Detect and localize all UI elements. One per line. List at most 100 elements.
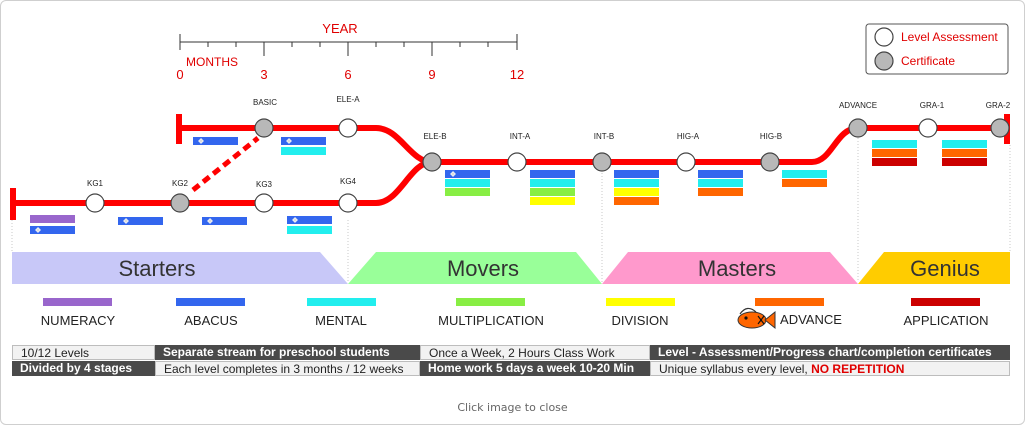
- node-ele-b[interactable]: [422, 152, 442, 172]
- close-caption-link[interactable]: Click image to close: [457, 401, 568, 414]
- bar-division: [530, 197, 575, 205]
- bar-multiplication: [530, 188, 575, 196]
- label-gra-1: GRA-1: [920, 101, 945, 110]
- node-labels: KG1 KG2 KG3 KG4 BASIC ELE-A ELE-B INT-A …: [87, 95, 1011, 189]
- bar-mental: [614, 179, 659, 187]
- year-label: YEAR: [322, 21, 357, 36]
- tick-label-0: 0: [176, 67, 183, 82]
- node-int-b[interactable]: [592, 152, 612, 172]
- stage-movers-banner: [348, 252, 602, 284]
- node-ele-a[interactable]: [338, 118, 358, 138]
- bar-abacus: [445, 170, 490, 178]
- tick-label-3: 3: [260, 67, 267, 82]
- bar-mental: [698, 179, 743, 187]
- stage-movers-label: Movers: [447, 256, 519, 281]
- node-basic[interactable]: [254, 118, 274, 138]
- stage-banners: Starters Movers Masters Genius: [12, 252, 1010, 284]
- info-level-duration: Each level completes in 3 months / 12 we…: [155, 361, 420, 376]
- label-kg3: KG3: [256, 180, 273, 189]
- legend-swatch-numeracy: [43, 298, 112, 306]
- bar-advance: [614, 197, 659, 205]
- info-levels: 10/12 Levels: [12, 345, 155, 360]
- certificate-icon: [874, 51, 894, 71]
- subject-legend: NUMERACY ABACUS MENTAL MULTIPLICATION DI…: [41, 298, 989, 328]
- info-preschool-stream: Separate stream for preschool students: [155, 345, 420, 360]
- info-syllabus: Unique syllabus every level, NO REPETITI…: [650, 361, 1010, 376]
- legend-application: APPLICATION: [903, 313, 988, 328]
- stage-genius-banner: [858, 252, 1010, 284]
- bar-mental: [445, 179, 490, 187]
- bar-abacus: [287, 216, 332, 224]
- bead-icon: [286, 138, 292, 144]
- nodes: [85, 118, 1010, 213]
- bar-numeracy: [30, 215, 75, 223]
- node-gra-1[interactable]: [918, 118, 938, 138]
- legend-advance: ADVANCE: [780, 312, 842, 327]
- label-hig-a: HIG-A: [677, 132, 700, 141]
- info-class-frequency: Once a Week, 2 Hours Class Work: [420, 345, 650, 360]
- stage-genius-label: Genius: [910, 256, 980, 281]
- node-kg4[interactable]: [338, 193, 358, 213]
- legend-swatch-advance: [755, 298, 824, 306]
- track-start-bar-lower: [10, 188, 16, 220]
- bead-icon: [123, 218, 129, 224]
- info-assessment: Level - Assessment/Progress chart/comple…: [650, 345, 1010, 360]
- bar-abacus: [193, 137, 238, 145]
- stage-masters-label: Masters: [698, 256, 776, 281]
- bar-abacus: [281, 137, 326, 145]
- fish-mascot-icon: [737, 307, 776, 330]
- bead-icon: [198, 138, 204, 144]
- level-assessment-icon: [874, 27, 894, 47]
- node-kg1[interactable]: [85, 193, 105, 213]
- info-stages: Divided by 4 stages: [12, 361, 155, 376]
- label-ele-a: ELE-A: [336, 95, 360, 104]
- info-homework: Home work 5 days a week 10-20 Min: [420, 361, 650, 376]
- info-no-repetition: NO REPETITION: [811, 362, 905, 376]
- node-hig-b[interactable]: [760, 152, 780, 172]
- bead-icon: [292, 217, 298, 223]
- tick-label-9: 9: [428, 67, 435, 82]
- bar-advance: [698, 188, 743, 196]
- legend-swatch-application: [911, 298, 980, 306]
- label-int-b: INT-B: [594, 132, 614, 141]
- legend-division: DIVISION: [611, 313, 668, 328]
- legend-abacus: ABACUS: [184, 313, 238, 328]
- legend-swatch-multiplication: [456, 298, 525, 306]
- bar-abacus: [698, 170, 743, 178]
- abacus-bead-icons: [35, 138, 456, 233]
- label-int-a: INT-A: [510, 132, 531, 141]
- legend-swatch-mental: [307, 298, 376, 306]
- info-syllabus-text: Unique syllabus every level,: [659, 362, 812, 376]
- bead-icon: [450, 171, 456, 177]
- label-gra-2: GRA-2: [986, 101, 1011, 110]
- node-hig-a[interactable]: [676, 152, 696, 172]
- label-kg4: KG4: [340, 177, 357, 186]
- stage-starters-banner: [12, 252, 348, 284]
- label-kg1: KG1: [87, 179, 104, 188]
- bar-abacus: [202, 217, 247, 225]
- bar-multiplication: [445, 188, 490, 196]
- legend-mental: MENTAL: [315, 313, 367, 328]
- bar-abacus: [614, 170, 659, 178]
- legend-swatch-division: [606, 298, 675, 306]
- node-int-a[interactable]: [507, 152, 527, 172]
- node-advance[interactable]: [848, 118, 868, 138]
- bar-mental: [530, 179, 575, 187]
- track-shortcut-dashed: [191, 136, 260, 192]
- stage-masters-banner: [602, 252, 858, 284]
- label-kg2: KG2: [172, 179, 189, 188]
- legend-swatch-abacus: [176, 298, 245, 306]
- bar-advance: [942, 149, 987, 157]
- legend-certificate: Certificate: [901, 54, 955, 68]
- node-kg3[interactable]: [254, 193, 274, 213]
- subject-bars: [30, 137, 987, 234]
- label-hig-b: HIG-B: [760, 132, 782, 141]
- stage-starters-label: Starters: [118, 256, 195, 281]
- node-kg2[interactable]: [170, 193, 190, 213]
- bead-icon: [35, 227, 41, 233]
- legend-multiplication: MULTIPLICATION: [438, 313, 544, 328]
- node-gra-2[interactable]: [990, 118, 1010, 138]
- label-advance: ADVANCE: [839, 101, 877, 110]
- timeline-axis: YEAR MONTHS 0 3 6 9 12: [176, 21, 524, 82]
